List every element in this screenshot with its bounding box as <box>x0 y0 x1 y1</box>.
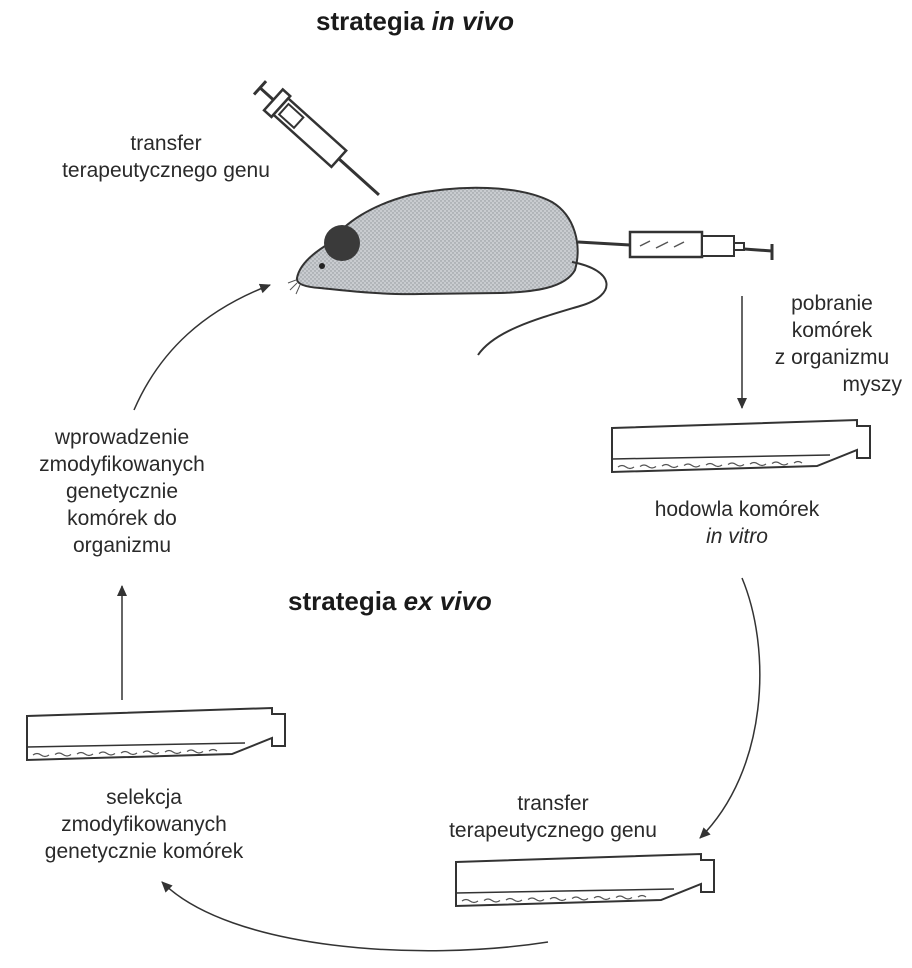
culture-flask-1 <box>612 420 870 472</box>
title-ex-vivo: strategia ex vivo <box>288 586 492 617</box>
label-hodowla: hodowla komórek in vitro <box>612 496 862 550</box>
culture-flask-2 <box>27 708 285 760</box>
label-transfer-top: transfer terapeutycznego genu <box>20 130 312 184</box>
label-transfer-bottom: transfer terapeutycznego genu <box>412 790 694 844</box>
label-selekcja: selekcja zmodyfikowanych genetycznie kom… <box>12 784 276 865</box>
label-pobranie: pobranie komórek z organizmu myszy <box>762 290 902 398</box>
culture-flask-3 <box>456 854 714 906</box>
label-wprowadzenie: wprowadzenie zmodyfikowanych genetycznie… <box>0 424 244 559</box>
syringe-extract-icon <box>578 232 772 260</box>
mouse-illustration <box>288 188 607 355</box>
arrow-to-transfer <box>700 578 760 838</box>
title-in-vivo: strategia in vivo <box>316 6 514 37</box>
arrow-to-mouse <box>134 285 270 410</box>
